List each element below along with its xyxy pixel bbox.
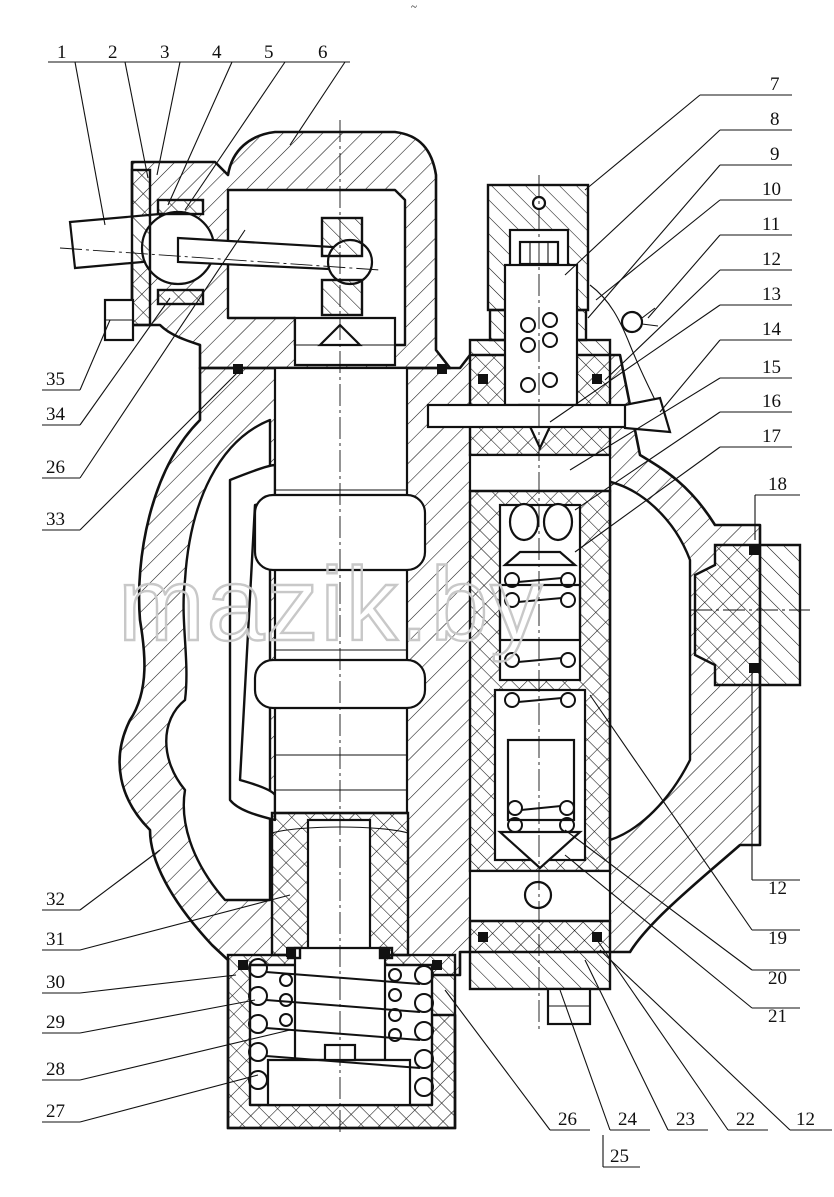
label-top-4: 4 xyxy=(212,42,222,63)
main-spool xyxy=(253,366,427,957)
label-right-13: 13 xyxy=(762,284,781,305)
right-valve-stack xyxy=(426,183,672,1026)
label-right-17: 17 xyxy=(762,426,781,447)
label-top-5: 5 xyxy=(264,42,274,63)
label-right-16: 16 xyxy=(762,391,781,412)
label-right-lower-12: 12 xyxy=(768,878,787,899)
label-bottom-26: 26 xyxy=(558,1109,577,1130)
label-left-34: 34 xyxy=(46,404,66,425)
label-bottom-24: 24 xyxy=(618,1109,638,1130)
part-labels: 1 2 3 4 5 6 7 8 9 10 11 12 13 14 15 16 1… xyxy=(46,42,815,1167)
label-bottom-12: 12 xyxy=(796,1109,815,1130)
label-left-29: 29 xyxy=(46,1012,65,1033)
label-right-lower-21: 21 xyxy=(768,1006,787,1027)
label-right-10: 10 xyxy=(762,179,781,200)
header-mark: ~ xyxy=(411,1,417,13)
label-top-1: 1 xyxy=(57,42,67,63)
label-right-lower-19: 19 xyxy=(768,928,787,949)
leader-lines xyxy=(42,61,832,1168)
lower-spring-chamber xyxy=(226,946,457,1130)
label-right-12: 12 xyxy=(762,249,781,270)
label-left-27: 27 xyxy=(46,1101,65,1122)
right-port-plug xyxy=(693,543,802,687)
label-right-9: 9 xyxy=(770,144,780,165)
label-bottom-22: 22 xyxy=(736,1109,755,1130)
label-right-8: 8 xyxy=(770,109,780,130)
watermark-text: mazik.by xyxy=(118,547,544,663)
label-left-26: 26 xyxy=(46,457,65,478)
label-top-3: 3 xyxy=(160,42,170,63)
label-bottom-23: 23 xyxy=(676,1109,695,1130)
label-right-lower-20: 20 xyxy=(768,968,787,989)
label-top-2: 2 xyxy=(108,42,118,63)
label-bottom-25: 25 xyxy=(610,1146,629,1167)
seal-rings xyxy=(233,364,759,970)
label-right-18: 18 xyxy=(768,474,787,495)
label-right-15: 15 xyxy=(762,357,781,378)
label-left-32: 32 xyxy=(46,889,65,910)
label-left-35: 35 xyxy=(46,369,65,390)
lever-assembly xyxy=(68,168,397,367)
label-left-33: 33 xyxy=(46,509,65,530)
label-right-11: 11 xyxy=(762,214,780,235)
label-right-7: 7 xyxy=(770,74,780,95)
center-lines xyxy=(59,120,810,1135)
label-top-6: 6 xyxy=(318,42,328,63)
label-left-31: 31 xyxy=(46,929,65,950)
label-left-30: 30 xyxy=(46,972,65,993)
label-right-14: 14 xyxy=(762,319,782,340)
label-left-28: 28 xyxy=(46,1059,65,1080)
